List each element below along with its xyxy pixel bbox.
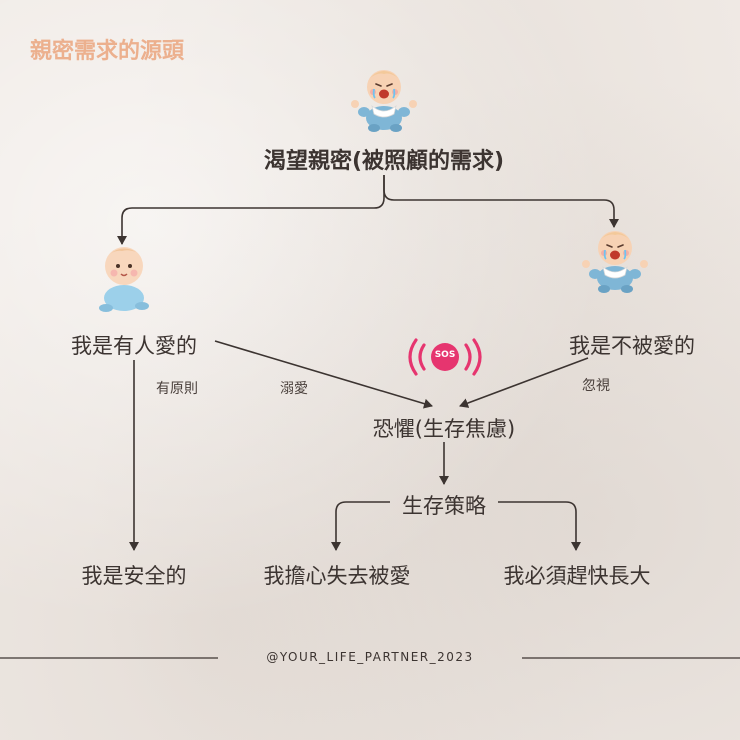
page-title: 親密需求的源頭 bbox=[30, 39, 185, 64]
node-loved: 我是有人愛的 bbox=[71, 334, 197, 358]
edge-label-neglect: 忽視 bbox=[582, 378, 610, 394]
crying-baby-icon bbox=[351, 70, 417, 132]
edge-strategy-growup bbox=[498, 501, 581, 551]
node-strategy: 生存策略 bbox=[402, 494, 486, 518]
edge-label-principled: 有原則 bbox=[156, 381, 198, 397]
edge-unloved-fear bbox=[459, 357, 589, 408]
edge-label-spoiled: 溺愛 bbox=[280, 381, 308, 397]
node-grow-up: 我必須趕快長大 bbox=[503, 564, 651, 588]
node-root: 渴望親密(被照顧的需求) bbox=[263, 149, 505, 174]
edge-root-loved bbox=[117, 175, 385, 245]
node-safe: 我是安全的 bbox=[81, 564, 187, 588]
edge-strategy-worry bbox=[331, 501, 390, 551]
crying-baby-icon bbox=[582, 231, 648, 293]
edge-root-unloved bbox=[383, 175, 619, 228]
node-worry: 我擔心失去被愛 bbox=[263, 564, 411, 588]
happy-baby-icon bbox=[99, 247, 149, 312]
node-fear: 恐懼(生存焦慮) bbox=[372, 417, 516, 441]
sos-badge-label: SOS bbox=[434, 350, 456, 360]
edge-loved-fear bbox=[214, 340, 433, 409]
footer-handle: @YOUR_LIFE_PARTNER_2023 bbox=[266, 650, 474, 664]
sos-alarm-icon: SOS bbox=[402, 335, 488, 379]
node-unloved: 我是不被愛的 bbox=[569, 334, 695, 358]
